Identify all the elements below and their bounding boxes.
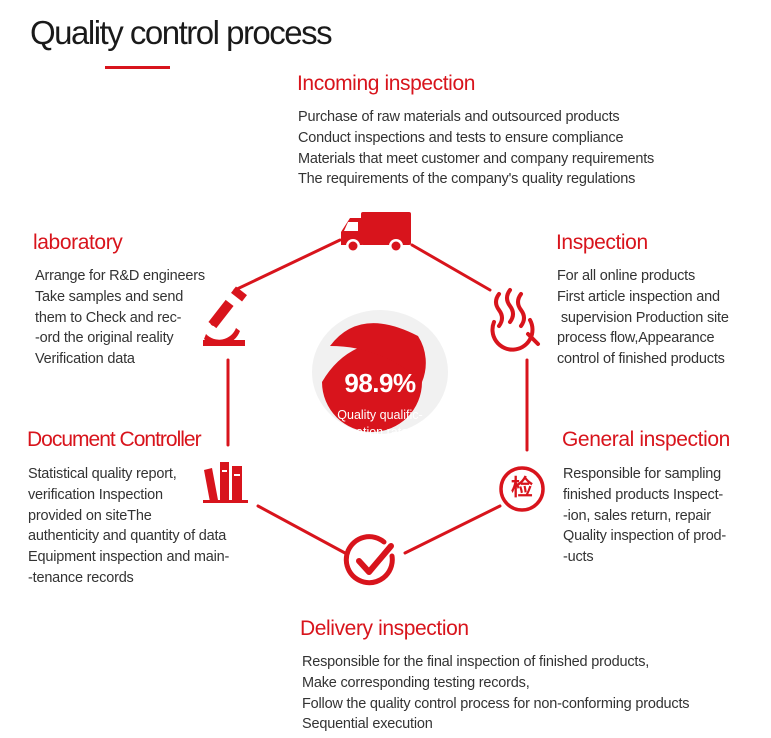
inspection-title: Inspection: [556, 231, 648, 254]
description-line: -ord the original reality: [35, 330, 174, 347]
document-controller-title: Document Controller: [27, 428, 202, 451]
connector-binders-check: [256, 504, 347, 555]
description-line: For all online products: [557, 268, 696, 284]
binders-icon: [203, 462, 248, 503]
document-controller-description: Statistical quality report, verification…: [28, 464, 229, 589]
description-line: supervision Production site: [557, 309, 729, 326]
connector-truck-microscope: [233, 238, 342, 292]
description-line: Statistical quality report,: [28, 466, 177, 482]
description-line: Purchase of raw materials and outsourced…: [298, 109, 620, 125]
quality-rate-label-1: Quality qualific-: [337, 408, 423, 422]
description-line: -tenance records: [28, 569, 134, 586]
center-badge: [312, 310, 448, 434]
title-underline: [105, 66, 170, 69]
connector-truck-inspection: [410, 243, 492, 292]
description-line: them to Check and rec-: [35, 309, 182, 326]
page-title: Quality control process: [30, 14, 333, 51]
connector-general-check: [403, 504, 502, 555]
description-line: Verification data: [35, 351, 135, 368]
delivery-inspection-description: Responsible for the final inspection of …: [302, 652, 690, 735]
laboratory-title: laboratory: [33, 231, 123, 254]
description-line: Take samples and send: [35, 288, 184, 305]
inspect-character-icon: [499, 466, 545, 512]
description-line: Follow the quality control process for n…: [302, 695, 690, 712]
description-line: control of finished products: [557, 351, 725, 368]
general-inspection-title: General inspection: [562, 428, 730, 451]
description-line: First article inspection and: [557, 288, 720, 305]
incoming-inspection-title: Incoming inspection: [297, 72, 476, 95]
incoming-inspection-description: Purchase of raw materials and outsourced…: [298, 107, 654, 190]
inspect-glyph: 检: [510, 476, 533, 501]
description-line: -ucts: [563, 549, 594, 566]
general-inspection-description: Responsible for sampling finished produc…: [563, 464, 726, 568]
description-line: process flow,Appearance: [557, 330, 715, 347]
quality-rate-value: 98.9%: [344, 368, 416, 398]
description-line: Responsible for sampling: [563, 466, 722, 482]
description-line: Arrange for R&D engineers: [35, 268, 205, 284]
description-line: verification Inspection: [28, 486, 163, 503]
laboratory-description: Arrange for R&D engineers Take samples a…: [35, 266, 205, 370]
microscope-icon: [203, 286, 247, 346]
description-line: Equipment inspection and main-: [28, 549, 230, 566]
steam-magnifier-icon: [490, 288, 540, 352]
inspection-description: For all online products First article in…: [557, 266, 729, 370]
description-line: Make corresponding testing records,: [302, 674, 530, 691]
delivery-inspection-title: Delivery inspection: [300, 617, 469, 640]
description-line: Conduct inspections and tests to ensure …: [298, 129, 624, 146]
checkmark-circle-icon: [343, 534, 395, 586]
description-line: Responsible for the final inspection of …: [302, 654, 650, 670]
description-line: -ion, sales return, repair: [563, 507, 711, 524]
description-line: finished products Inspect-: [563, 486, 724, 503]
truck-icon: [341, 212, 411, 253]
description-line: The requirements of the company's qualit…: [298, 171, 636, 188]
hexagon-connectors: [226, 238, 529, 555]
description-line: Quality inspection of prod-: [563, 528, 727, 545]
description-line: Sequential execution: [302, 716, 433, 733]
description-line: authenticity and quantity of data: [28, 528, 227, 545]
quality-rate-label-2: -ation rate: [351, 425, 409, 439]
description-line: provided on siteThe: [28, 507, 152, 524]
description-line: Materials that meet customer and company…: [298, 150, 655, 167]
